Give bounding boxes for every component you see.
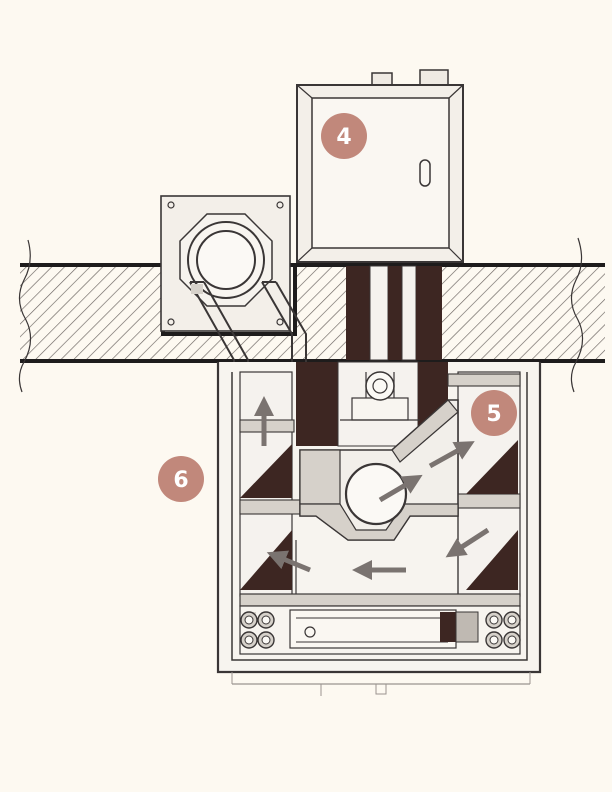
airflow-arrows <box>254 396 490 580</box>
box-top-stub-left <box>371 72 393 86</box>
box-top-stub-right <box>419 69 449 86</box>
callout-4-number: 4 <box>336 125 351 150</box>
arrow-left-down-icon <box>266 550 311 573</box>
arrow-into-fan-icon <box>378 474 423 503</box>
break-line-left <box>18 239 32 393</box>
collar-ring-inner <box>196 230 256 290</box>
callout-6-number: 6 <box>173 468 188 493</box>
exchanger-fan <box>344 462 408 526</box>
control-box <box>296 69 464 263</box>
callout-6: 6 <box>158 456 204 502</box>
box-latch <box>419 159 431 187</box>
unit-housing <box>216 361 542 696</box>
callout-5-number: 5 <box>486 402 501 427</box>
break-line-right <box>570 237 584 393</box>
slab-hatch <box>20 266 605 360</box>
arrow-diag-lower-icon <box>445 527 490 558</box>
callout-5: 5 <box>471 390 517 436</box>
duct-collar <box>160 195 291 332</box>
conduit-column <box>346 265 442 361</box>
callout-4: 4 <box>321 113 367 159</box>
arrow-diag-upper-icon <box>428 441 475 469</box>
